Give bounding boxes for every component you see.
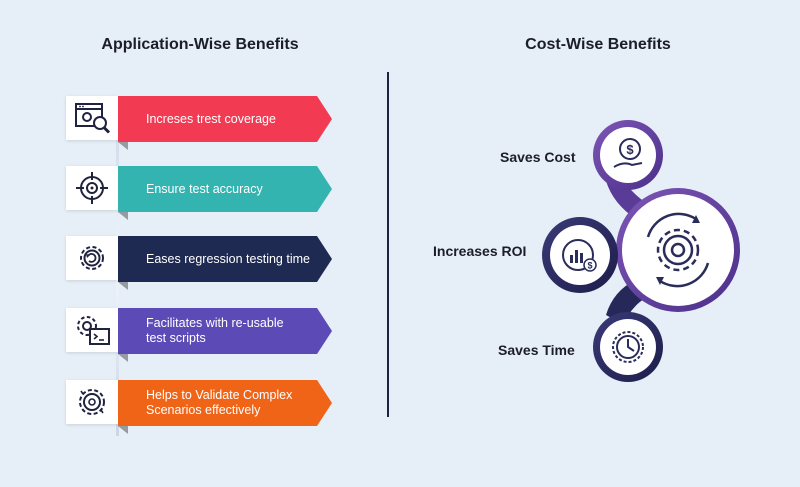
saves-time-label: Saves Time bbox=[498, 342, 575, 358]
svg-text:$: $ bbox=[626, 142, 634, 157]
center-divider bbox=[387, 72, 389, 417]
increases-roi-label: Increases ROI bbox=[433, 243, 527, 259]
benefit-arrow: Facilitates with re-usable test scripts bbox=[118, 308, 332, 354]
benefit-row-accuracy: Ensure test accuracy bbox=[66, 166, 336, 220]
crosshair-icon bbox=[66, 166, 118, 210]
gear-cycle-icon bbox=[646, 212, 710, 288]
cost-benefits-diagram: $ $ bbox=[542, 120, 740, 382]
benefit-label: Increses trest coverage bbox=[146, 111, 276, 126]
gear-refresh-icon bbox=[66, 236, 118, 280]
benefit-row-reusable: Facilitates with re-usable test scripts bbox=[66, 308, 336, 362]
benefit-arrow: Ensure test accuracy bbox=[118, 166, 332, 212]
cost-benefits-heading: Cost-Wise Benefits bbox=[525, 36, 671, 53]
dollar-hand-icon: $ bbox=[613, 138, 643, 168]
clock-icon bbox=[612, 331, 644, 363]
benefit-row-regression: Eases regression testing time bbox=[66, 236, 336, 290]
search-code-icon bbox=[66, 96, 118, 140]
application-benefits-heading: Application-Wise Benefits bbox=[101, 36, 299, 53]
benefit-arrow: Increses trest coverage bbox=[118, 96, 332, 142]
benefit-label: Ensure test accuracy bbox=[146, 181, 263, 196]
gear-terminal-icon bbox=[66, 308, 118, 352]
benefit-arrow: Eases regression testing time bbox=[118, 236, 332, 282]
benefit-arrow: Helps to Validate Complex Scenarios effe… bbox=[118, 380, 332, 426]
gear-check-icon bbox=[66, 380, 118, 424]
saves-cost-label: Saves Cost bbox=[500, 149, 576, 165]
svg-text:$: $ bbox=[587, 261, 592, 271]
benefit-row-coverage: Increses trest coverage bbox=[66, 96, 336, 150]
chart-dollar-icon: $ bbox=[562, 239, 597, 272]
benefit-label: Helps to Validate Complex Scenarios effe… bbox=[146, 388, 293, 417]
benefit-label: Eases regression testing time bbox=[146, 251, 310, 266]
benefit-row-complex: Helps to Validate Complex Scenarios effe… bbox=[66, 380, 336, 434]
benefit-label: Facilitates with re-usable test scripts bbox=[146, 316, 284, 345]
